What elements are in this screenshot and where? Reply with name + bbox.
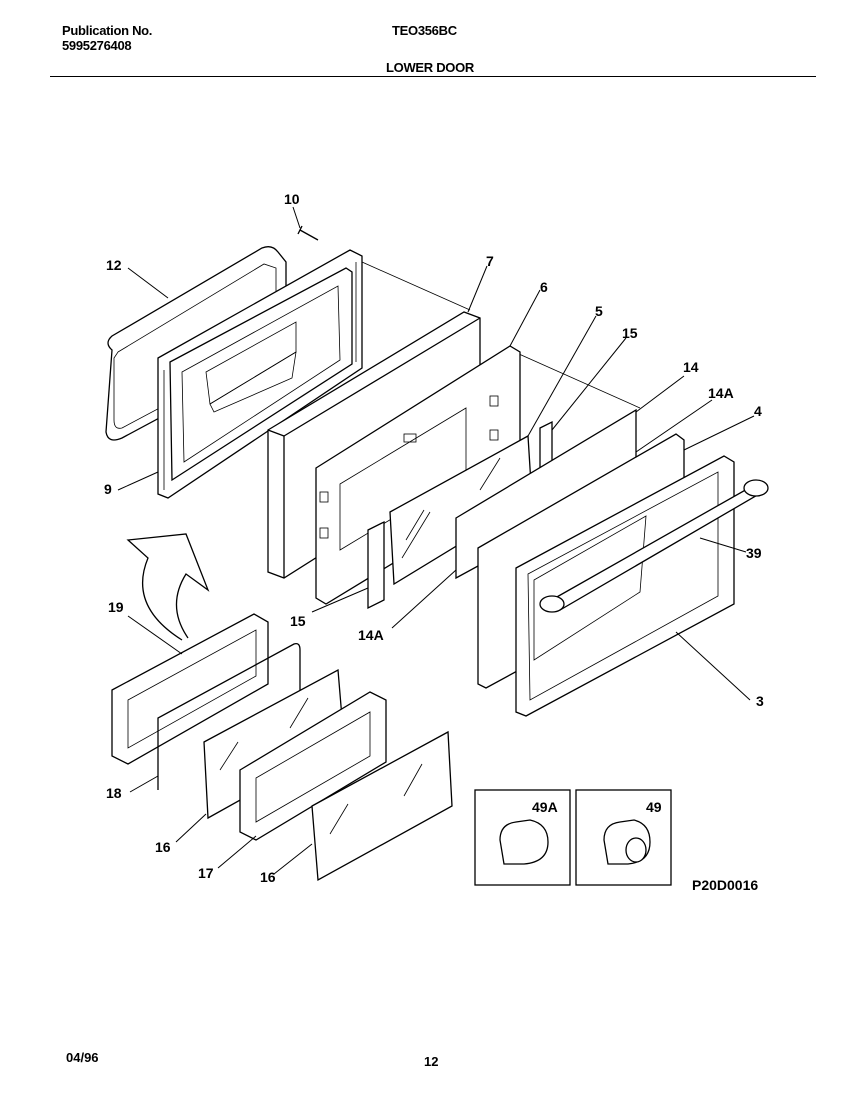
inner-door-frame-part	[157, 249, 363, 499]
part-label: 10	[284, 191, 300, 207]
glass-retainer-part	[239, 691, 387, 841]
part-label: 18	[106, 785, 122, 801]
glass-frame-part	[111, 613, 269, 765]
model-number: TEO356BC	[392, 23, 457, 38]
part-label: 15	[622, 325, 638, 341]
publication-label: Publication No.	[62, 23, 153, 38]
part-label: 16	[155, 839, 171, 855]
rod-part	[157, 642, 301, 790]
drawing-code: P20D0016	[692, 877, 758, 893]
part-label: 5	[595, 303, 603, 319]
outer-glass-part-lower	[311, 730, 453, 882]
inset-box-49a	[474, 789, 571, 886]
assembly-direction-arrow	[126, 533, 210, 641]
part-label: 14A	[358, 627, 384, 643]
part-label: 3	[756, 693, 764, 709]
part-label: 14	[683, 359, 699, 375]
part-label: 4	[754, 403, 762, 419]
leader-lines	[117, 265, 755, 875]
page-number: 12	[424, 1054, 439, 1069]
part-label: 14A	[708, 385, 734, 401]
inset-label: 49A	[532, 799, 558, 815]
part-label: 15	[290, 613, 306, 629]
inset-label: 49	[646, 799, 662, 815]
part-label: 7	[486, 253, 494, 269]
inset-box-49	[575, 789, 672, 886]
part-label: 12	[106, 257, 122, 273]
door-frame-part	[515, 455, 735, 717]
hinge-part-lower	[367, 520, 385, 610]
part-label: 16	[260, 869, 276, 885]
part-label: 19	[108, 599, 124, 615]
publication-number: 5995276408	[62, 38, 132, 53]
part-label: 17	[198, 865, 214, 881]
header-rule	[50, 76, 816, 77]
part-label: 6	[540, 279, 548, 295]
part-label: 39	[746, 545, 762, 561]
section-title: LOWER DOOR	[386, 60, 474, 75]
door-handle-part	[539, 479, 769, 613]
screw-part	[292, 206, 319, 241]
part-label: 9	[104, 481, 112, 497]
revision-date: 04/96	[66, 1050, 99, 1065]
